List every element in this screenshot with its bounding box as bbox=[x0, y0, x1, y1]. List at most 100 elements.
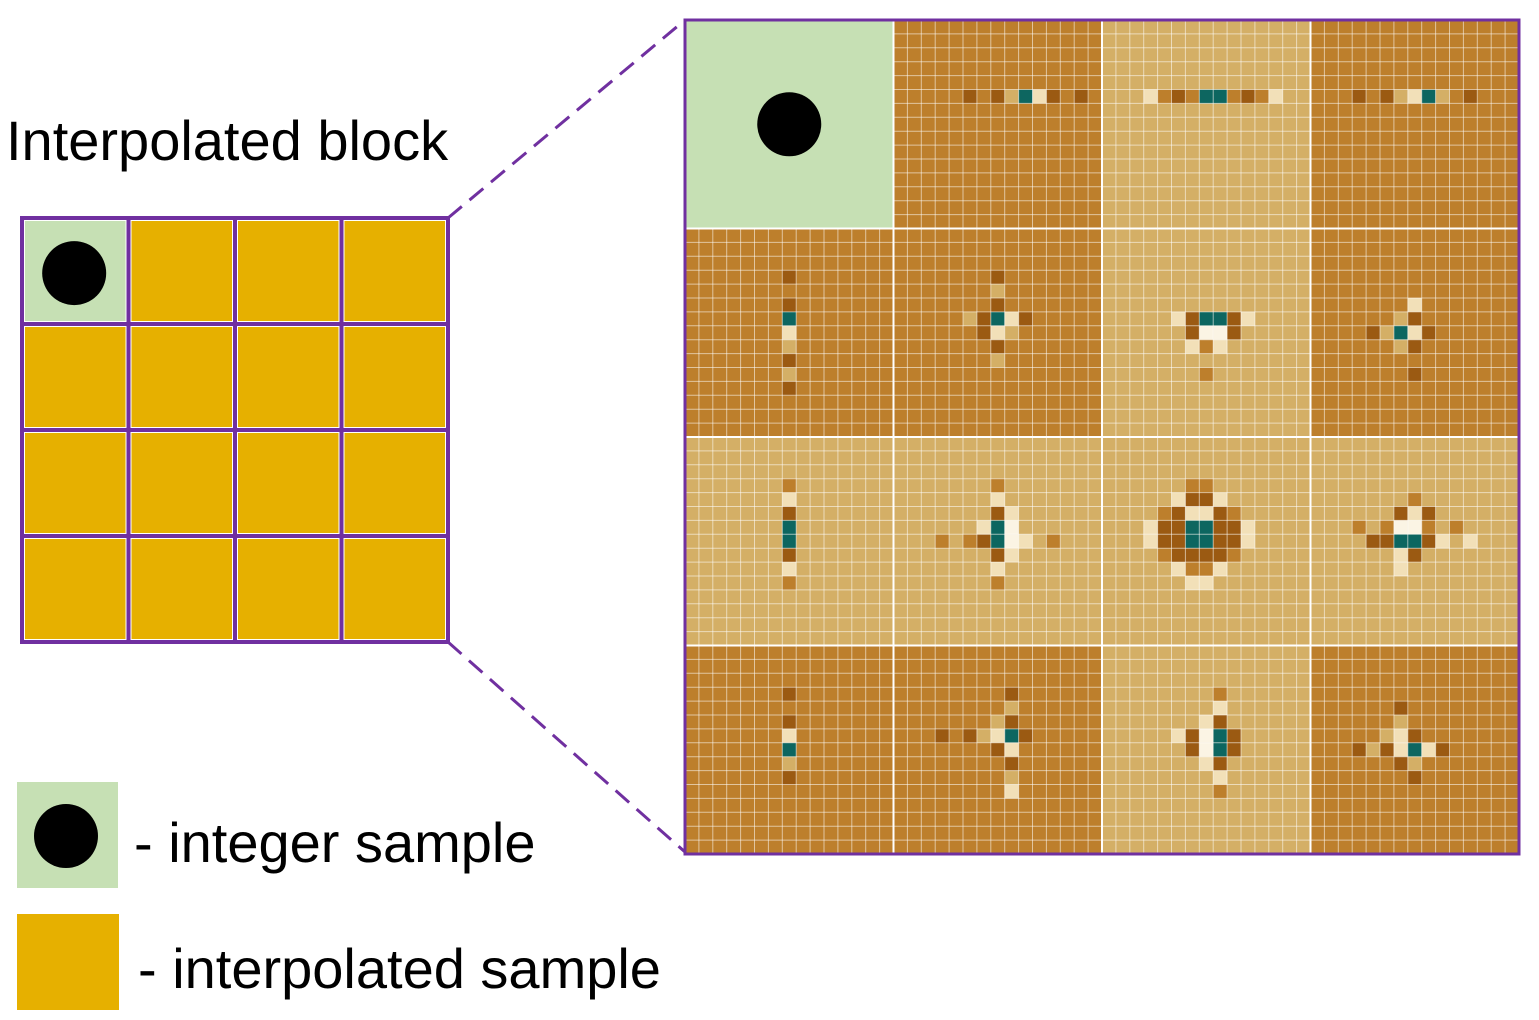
filter-coefficient-cell bbox=[1004, 311, 1019, 326]
filter-coefficient-cell bbox=[1185, 728, 1200, 743]
filter-coefficient-cell bbox=[1171, 492, 1186, 507]
filter-coefficient-cell bbox=[1407, 506, 1422, 521]
filter-coefficient-cell bbox=[1157, 534, 1172, 549]
filter-coefficient-cell bbox=[1157, 548, 1172, 563]
filter-coefficient-cell bbox=[1407, 534, 1422, 549]
filter-coefficient-cell bbox=[990, 284, 1005, 298]
filter-map-1-3 bbox=[1310, 228, 1519, 437]
filter-coefficient-cell bbox=[782, 492, 797, 507]
interpolated-sample-cell bbox=[238, 433, 339, 533]
filter-coefficient-cell bbox=[1018, 534, 1033, 549]
filter-coefficient-cell bbox=[1199, 506, 1214, 521]
filter-coefficient-cell bbox=[935, 534, 950, 549]
filter-coefficient-cell bbox=[1421, 506, 1436, 521]
filter-coefficient-cell bbox=[1407, 298, 1422, 312]
filter-coefficient-cell bbox=[1199, 576, 1214, 590]
filter-coefficient-cell bbox=[1352, 89, 1367, 104]
filter-coefficient-cell bbox=[1268, 89, 1283, 104]
filter-coefficient-cell bbox=[1199, 478, 1214, 493]
filter-coefficient-cell bbox=[1171, 728, 1186, 743]
filter-coefficient-cell bbox=[1213, 534, 1228, 549]
filter-coefficient-cell bbox=[963, 534, 977, 549]
filter-coefficient-cell bbox=[1393, 562, 1408, 576]
interpolated-sample-cell bbox=[344, 539, 445, 639]
interpolated-sample-cell bbox=[238, 539, 339, 639]
filter-coefficient-cell bbox=[990, 548, 1005, 563]
filter-coefficient-cell bbox=[1213, 728, 1228, 743]
filter-coefficient-cell bbox=[1199, 742, 1214, 757]
filter-coefficient-cell bbox=[1227, 534, 1241, 549]
filter-coefficient-cell bbox=[1185, 742, 1200, 757]
filter-coefficient-cell bbox=[1018, 89, 1033, 104]
filter-coefficient-cell bbox=[782, 728, 797, 743]
filter-coefficient-cell bbox=[782, 270, 797, 285]
filter-coefficient-cell bbox=[1199, 89, 1214, 104]
filter-coefficient-cell bbox=[963, 89, 977, 104]
diagram-title: Interpolated block bbox=[6, 109, 449, 172]
filter-coefficient-cell bbox=[1004, 742, 1019, 757]
filter-coefficient-cell bbox=[1185, 89, 1200, 104]
interpolated-sample-cell bbox=[131, 221, 232, 321]
filter-coefficient-cell bbox=[1171, 562, 1186, 576]
filter-coefficient-cell bbox=[1421, 325, 1436, 340]
filter-coefficient-cell bbox=[1199, 548, 1214, 563]
filter-coefficient-cell bbox=[1393, 520, 1408, 535]
filter-coefficient-cell bbox=[1213, 756, 1228, 771]
interpolated-sample-cell bbox=[344, 221, 445, 321]
filter-coefficient-cell bbox=[1046, 534, 1061, 549]
connector-bottom bbox=[447, 640, 686, 854]
filter-coefficient-cell bbox=[1227, 548, 1241, 563]
interpolated-block-grid bbox=[20, 216, 450, 644]
interpolated-sample-cell bbox=[25, 433, 126, 533]
filter-coefficient-cell bbox=[1004, 728, 1019, 743]
filter-coefficient-cell bbox=[782, 562, 797, 576]
filter-coefficient-cell bbox=[990, 576, 1005, 590]
filter-map-3-0 bbox=[685, 645, 894, 854]
filter-coefficient-cell bbox=[935, 728, 950, 743]
filter-coefficient-cell bbox=[990, 325, 1005, 340]
interpolated-sample-cell bbox=[131, 327, 232, 427]
filter-coefficient-cell bbox=[1407, 367, 1422, 382]
interpolated-sample-cell bbox=[131, 539, 232, 639]
filter-coefficient-cell bbox=[1171, 520, 1186, 535]
filter-coefficient-cell bbox=[990, 270, 1005, 285]
filter-coefficient-cell bbox=[782, 534, 797, 549]
filter-coefficient-cell bbox=[1213, 701, 1228, 715]
filter-coefficient-cell bbox=[1407, 89, 1422, 104]
filter-coefficient-cell bbox=[782, 298, 797, 312]
filter-coefficient-cell bbox=[1185, 562, 1200, 576]
filter-coefficient-cell bbox=[1185, 506, 1200, 521]
filter-coefficient-cell bbox=[1157, 520, 1172, 535]
filter-coefficient-cell bbox=[782, 548, 797, 563]
filter-coefficient-cell bbox=[1004, 770, 1019, 785]
filter-coefficient-cell bbox=[1435, 742, 1450, 757]
filter-coefficient-cell bbox=[990, 492, 1005, 507]
filter-coefficient-cell bbox=[1213, 548, 1228, 563]
filter-coefficient-cell bbox=[1393, 742, 1408, 757]
interpolated-sample-cell bbox=[25, 539, 126, 639]
filter-coefficient-cell bbox=[1143, 520, 1158, 535]
zoom-connector-lines bbox=[447, 18, 686, 854]
filter-coefficient-cell bbox=[1199, 520, 1214, 535]
filter-coefficient-cell bbox=[1227, 728, 1241, 743]
filter-coefficient-cell bbox=[1380, 520, 1394, 535]
filter-coefficient-cell bbox=[1185, 339, 1200, 354]
filter-map-grid-border bbox=[683, 18, 1521, 856]
filter-coefficient-cell bbox=[1241, 311, 1255, 326]
filter-coefficient-cell bbox=[1380, 534, 1394, 549]
legend-interpolated-swatch bbox=[17, 914, 119, 1010]
filter-coefficient-cell bbox=[1407, 728, 1422, 743]
filter-coefficient-cell bbox=[1004, 756, 1019, 771]
filter-coefficient-cell bbox=[1004, 687, 1019, 702]
filter-coefficient-cell bbox=[782, 520, 797, 535]
filter-coefficient-cell bbox=[1213, 325, 1228, 340]
filter-coefficient-cell bbox=[1143, 534, 1158, 549]
interpolated-sample-cell bbox=[344, 433, 445, 533]
filter-coefficient-cell bbox=[1213, 506, 1228, 521]
filter-coefficient-cell bbox=[1199, 562, 1214, 576]
filter-coefficient-cell bbox=[1463, 534, 1478, 549]
filter-coefficient-cell bbox=[1435, 89, 1450, 104]
filter-coefficient-cell bbox=[1449, 520, 1464, 535]
